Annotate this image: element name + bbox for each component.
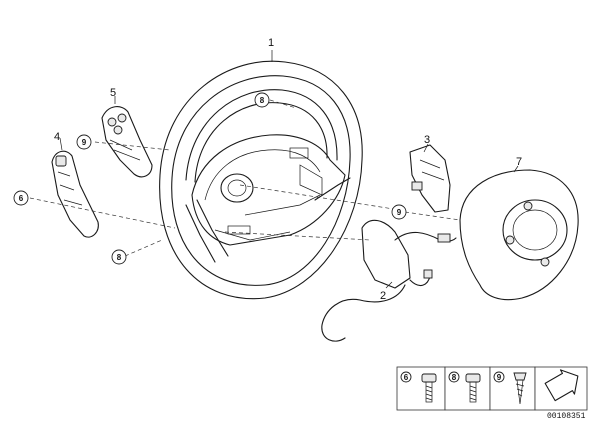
circled-callout-8-top: 8	[254, 92, 270, 108]
multifunction-switch-left	[101, 106, 153, 178]
svg-text:8: 8	[117, 253, 122, 262]
svg-text:6: 6	[404, 373, 409, 382]
svg-text:9: 9	[82, 138, 87, 147]
svg-text:9: 9	[397, 208, 402, 217]
callout-4: 4	[54, 131, 60, 143]
document-number: 00108351	[547, 412, 586, 421]
callout-3: 3	[424, 134, 430, 146]
legend-item-6: 6	[400, 371, 437, 403]
svg-text:9: 9	[497, 373, 502, 382]
callout-5: 5	[110, 87, 116, 99]
paddle-cover-left	[51, 150, 99, 238]
svg-text:6: 6	[19, 194, 24, 203]
leader-lines	[29, 50, 519, 289]
circled-callout-9-right: 9	[391, 204, 407, 220]
airbag-module	[459, 169, 579, 301]
fastener-legend: 6 8 9	[396, 366, 588, 411]
wiring-harness	[321, 219, 457, 342]
circled-callout-9-left: 9	[76, 134, 92, 150]
circled-callout-8-bottom: 8	[111, 249, 127, 265]
legend-item-8: 8	[448, 371, 481, 403]
svg-text:8: 8	[260, 96, 265, 105]
reference-arrow-icon	[544, 369, 579, 402]
legend-item-9: 9	[493, 371, 527, 405]
callout-1: 1	[268, 37, 274, 49]
callout-7: 7	[516, 156, 522, 168]
circled-callout-6: 6	[13, 190, 29, 206]
multifunction-switch-right	[409, 144, 451, 213]
callout-2: 2	[380, 290, 386, 302]
svg-text:8: 8	[452, 373, 457, 382]
